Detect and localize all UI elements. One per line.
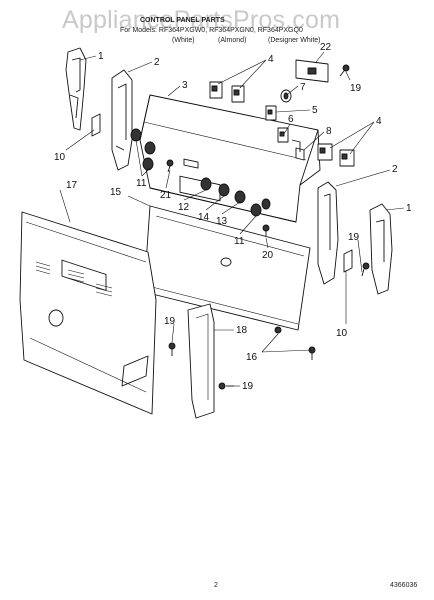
- part-8: [291, 139, 301, 152]
- part-6: [277, 127, 305, 161]
- variant-designer-white: (Designer White): [268, 37, 321, 44]
- clock-module: [295, 59, 329, 83]
- callout-3: 3: [182, 80, 188, 91]
- callout-14: 14: [198, 212, 210, 223]
- side-cover: [187, 303, 215, 419]
- variant-white: (White): [172, 37, 195, 44]
- variant-almond: (Almond): [218, 37, 247, 44]
- callout-8: 8: [326, 126, 332, 137]
- callout-4a: 4: [268, 54, 274, 65]
- callout-4b: 4: [376, 116, 382, 127]
- screw-21: [166, 159, 174, 173]
- watermark: AppliancePartsPros.com: [62, 6, 341, 34]
- callout-2b: 2: [392, 164, 398, 175]
- document-code: 4366036: [390, 582, 418, 589]
- callout-15: 15: [110, 187, 122, 198]
- rear-panel: [19, 211, 157, 415]
- callout-16: 16: [246, 352, 258, 363]
- control-panel: [139, 94, 321, 223]
- callout-7: 7: [300, 82, 306, 93]
- callout-11b: 11: [234, 236, 245, 247]
- callout-19d: 19: [242, 381, 254, 392]
- callout-12: 12: [178, 202, 190, 213]
- callout-5: 5: [312, 105, 318, 116]
- callout-labels: 1 2 3 4 22 19 7 5 6 8 4 2 10 11 21 12 14…: [54, 42, 412, 392]
- page-number: 2: [214, 582, 218, 589]
- screw-20: [262, 224, 270, 238]
- clip-right: [343, 249, 353, 273]
- end-cap-left: [65, 47, 87, 131]
- diagram-title: CONTROL PANEL PARTS: [140, 17, 225, 24]
- part-5: [265, 105, 277, 121]
- callout-19a: 19: [350, 83, 362, 94]
- model-list: For Models: RF364PXGW0, RF364PXGN0, RF36…: [120, 27, 303, 34]
- switches-upper: [209, 81, 245, 103]
- callout-20: 20: [262, 250, 274, 261]
- callout-13: 13: [216, 216, 228, 227]
- callout-1a: 1: [98, 51, 104, 62]
- callout-19c: 19: [164, 316, 176, 327]
- callout-2a: 2: [154, 57, 160, 68]
- callout-21: 21: [160, 190, 172, 201]
- callout-1b: 1: [406, 203, 412, 214]
- knob-group-upper: [130, 128, 156, 171]
- callout-17: 17: [66, 180, 78, 191]
- callout-22: 22: [320, 42, 332, 53]
- screw-19-right: [361, 262, 370, 277]
- callout-19b: 19: [348, 232, 360, 243]
- clip-left: [91, 113, 101, 137]
- callout-18: 18: [236, 325, 248, 336]
- part-7: [280, 89, 292, 103]
- screw-16: [274, 326, 316, 360]
- end-cap-right: [369, 203, 393, 295]
- callout-6: 6: [288, 114, 294, 125]
- leader-lines: [59, 51, 405, 387]
- callout-10a: 10: [54, 152, 66, 163]
- callout-10b: 10: [336, 328, 348, 339]
- callout-11a: 11: [136, 178, 147, 189]
- side-bracket-right: [317, 181, 339, 285]
- screw-19-top: [339, 64, 350, 77]
- screw-19-lower: [168, 342, 234, 390]
- switches-lower: [317, 143, 355, 167]
- side-bracket-left: [111, 69, 133, 171]
- knob-group-lower: [200, 177, 271, 217]
